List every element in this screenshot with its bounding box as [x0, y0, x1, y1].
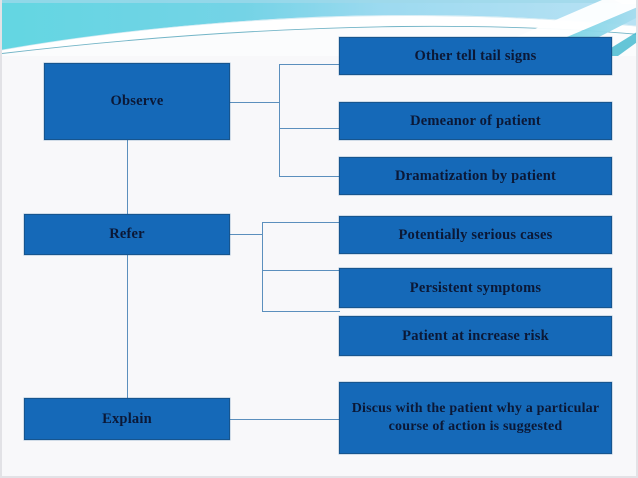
connector-observe-branch-2 [279, 128, 339, 129]
node-persistent-symptoms-label: Persistent symptoms [409, 279, 542, 296]
node-demeanor-of-patient[interactable]: Demeanor of patient [339, 102, 612, 140]
node-persistent-symptoms[interactable]: Persistent symptoms [339, 268, 612, 308]
node-explain-label: Explain [102, 410, 152, 427]
connector-observe-branch-1 [279, 64, 339, 65]
node-patient-at-increase-risk-label: Patient at increase risk [402, 327, 549, 344]
connector-refer-branch-2 [262, 270, 340, 271]
node-potentially-serious-cases-label: Potentially serious cases [398, 226, 553, 243]
node-discuss-course-of-action-label: Discus with the patient why a particular… [351, 401, 600, 434]
connector-refer-to-explain [127, 255, 128, 398]
connector-observe-to-refer [127, 140, 128, 214]
node-observe-label: Observe [110, 93, 164, 110]
node-dramatization-by-patient-label: Dramatization by patient [394, 167, 557, 184]
node-discuss-course-of-action[interactable]: Discus with the patient why a particular… [339, 382, 612, 454]
connector-refer-branch-3 [262, 311, 340, 312]
connector-observe-branch-3 [279, 176, 339, 177]
connector-refer-stem [230, 234, 263, 235]
node-refer[interactable]: Refer [24, 214, 230, 255]
node-explain[interactable]: Explain [24, 398, 230, 440]
connector-observe-stem [230, 102, 280, 103]
connector-refer-spine [262, 222, 263, 311]
node-potentially-serious-cases[interactable]: Potentially serious cases [339, 216, 612, 254]
connector-explain-branch-1 [230, 419, 340, 420]
node-other-tell-tail-signs-label: Other tell tail signs [414, 47, 537, 64]
node-other-tell-tail-signs[interactable]: Other tell tail signs [339, 37, 612, 75]
node-observe[interactable]: Observe [44, 63, 230, 140]
connector-observe-spine [279, 64, 280, 176]
node-patient-at-increase-risk[interactable]: Patient at increase risk [339, 316, 612, 356]
connector-refer-branch-1 [262, 222, 340, 223]
node-refer-label: Refer [109, 226, 145, 243]
node-demeanor-of-patient-label: Demeanor of patient [410, 112, 541, 129]
node-dramatization-by-patient[interactable]: Dramatization by patient [339, 157, 612, 195]
